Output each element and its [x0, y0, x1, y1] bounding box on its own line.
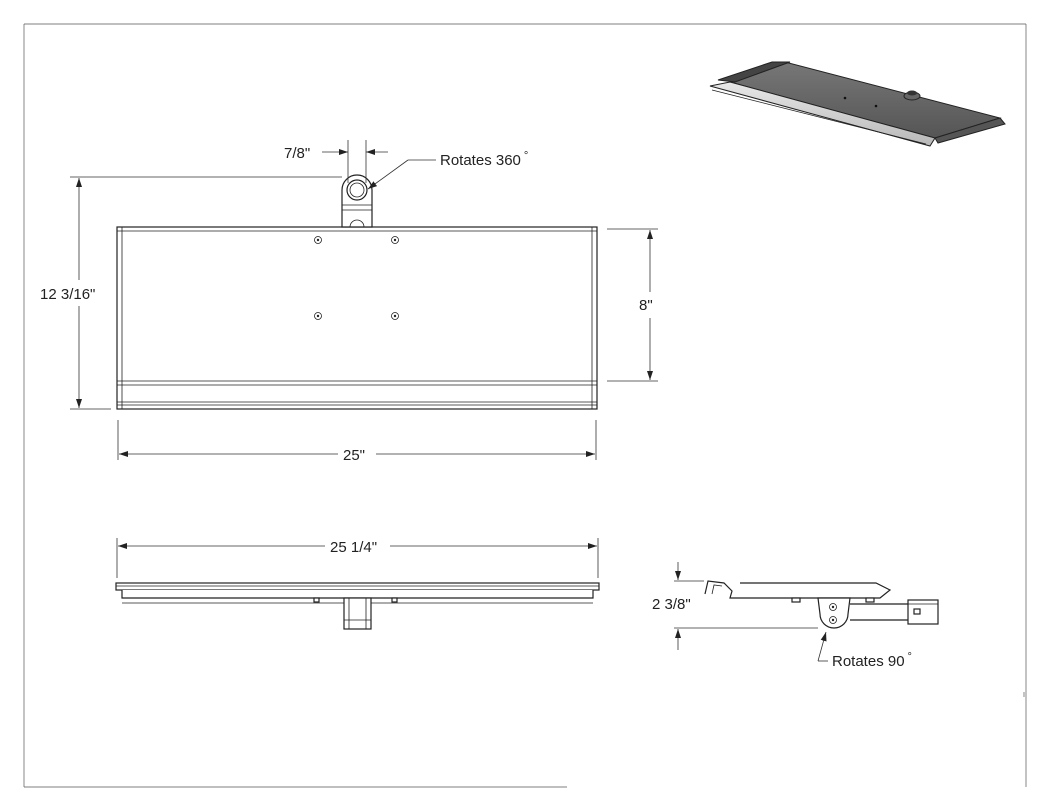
- isometric-view: [709, 61, 1006, 147]
- dim-overall-height: 12 3/16": [40, 286, 95, 303]
- rotate-90-degree: °: [908, 651, 912, 663]
- dim-overall-width: 25 1/4": [330, 539, 377, 556]
- rotate-360-label: Rotates 360°: [440, 150, 528, 169]
- dim-tray-depth: 8": [639, 297, 653, 314]
- rotate-360-text: Rotates 360: [440, 152, 521, 169]
- rotate-90-label: Rotates 90°: [832, 651, 912, 670]
- drawing-border: [23, 23, 1027, 788]
- screw-holes: [314, 236, 399, 320]
- swivel-mount: [341, 174, 373, 228]
- side-view: [674, 562, 939, 662]
- rotate-90-text: Rotates 90: [832, 653, 905, 670]
- rotate-360-degree: °: [524, 150, 528, 162]
- top-view: [70, 140, 658, 460]
- front-view: [115, 538, 600, 630]
- dim-tube-width: 7/8": [284, 145, 310, 162]
- dim-side-height: 2 3/8": [652, 596, 691, 613]
- dim-tray-width: 25": [343, 447, 365, 464]
